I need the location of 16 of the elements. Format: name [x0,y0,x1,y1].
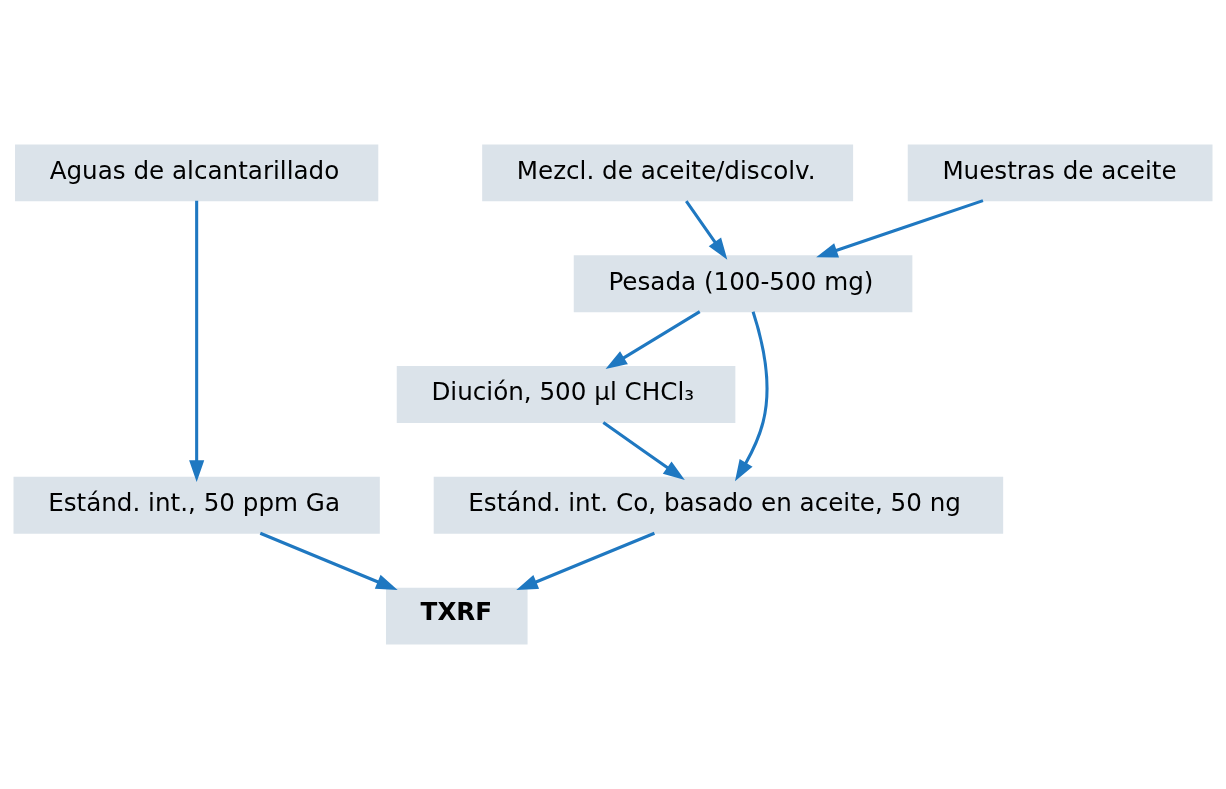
node-box: Diución, 500 µl CHCl₃ [396,366,736,423]
arrow [259,531,398,591]
arrow [605,310,701,369]
arrow [685,200,728,260]
node-box: Aguas de alcantarillado [15,144,379,202]
arrow [602,421,685,480]
node-box: TXRF [385,587,528,645]
node-box: Mezcl. de aceite/discolv. [482,144,854,202]
arrow [816,199,984,258]
arrow [516,531,655,591]
arrow [189,200,205,482]
arrow [734,311,769,482]
node-box: Estánd. int. Co, basado en aceite, 50 ng [433,476,1004,534]
node-box: Estánd. int., 50 ppm Ga [13,476,380,534]
node-box: Pesada (100-500 mg) [573,255,913,313]
node-box: Muestras de aceite [907,144,1213,202]
